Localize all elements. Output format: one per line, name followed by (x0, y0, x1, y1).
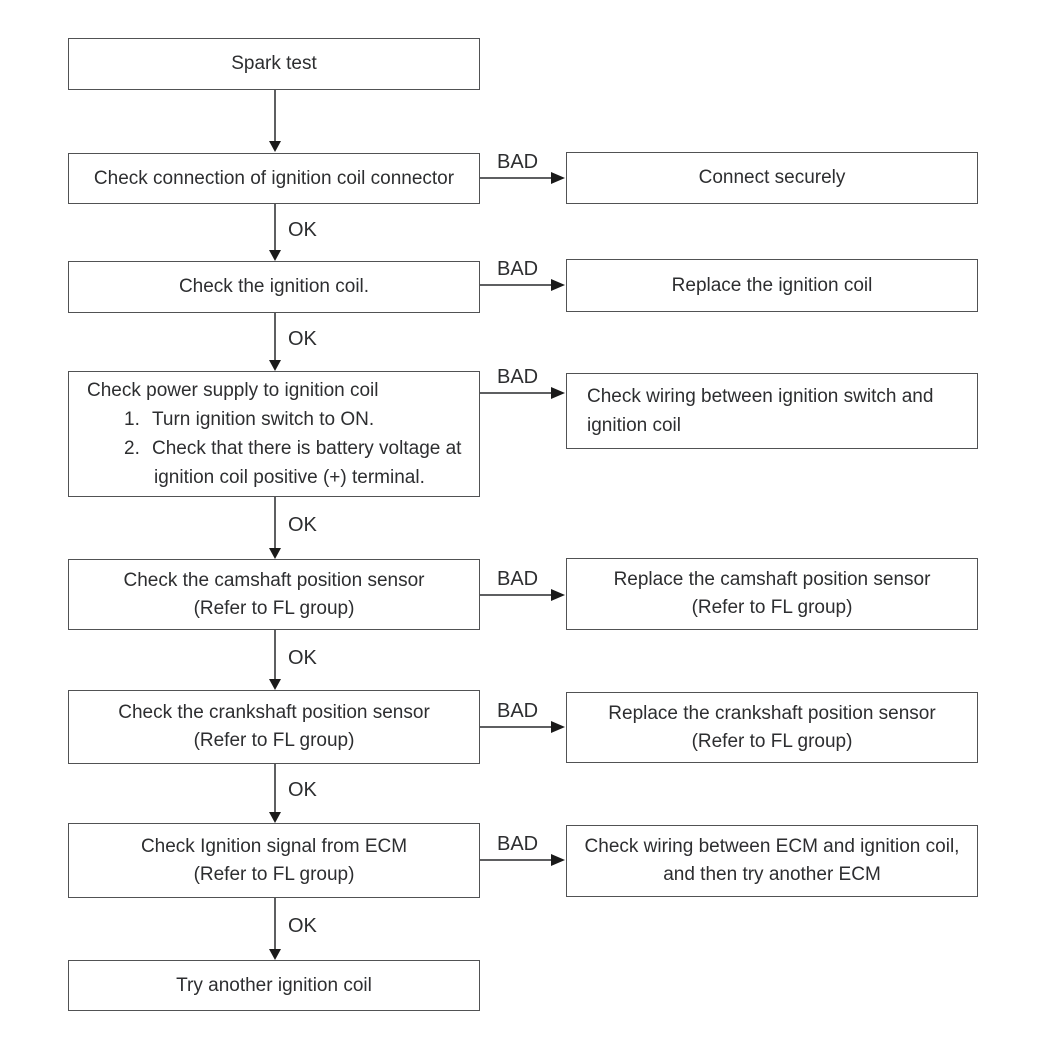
flow-box-label: Check wiring between ECM and ignition co… (584, 836, 960, 857)
connector-line (274, 204, 276, 250)
flow-box-list-item: 2. Check that there is battery voltage a… (69, 434, 479, 463)
arrow-right-icon (551, 721, 565, 733)
flow-box-replace-camshaft-sensor: Replace the camshaft position sensor (Re… (566, 558, 978, 630)
connector-line (274, 497, 276, 548)
arrow-down-icon (269, 679, 281, 690)
arrow-right-icon (551, 387, 565, 399)
flow-box-check-ignition-coil: Check the ignition coil. (68, 261, 480, 313)
ok-label: OK (288, 514, 317, 536)
flow-box-label: Check the camshaft position sensor (123, 569, 425, 591)
flow-box-sublabel: (Refer to FL group) (193, 863, 355, 885)
connector-line (480, 392, 552, 394)
flow-box-label: Try another ignition coil (176, 974, 372, 996)
flow-box-label: Check connection of ignition coil connec… (93, 167, 455, 189)
ok-label: OK (288, 647, 317, 669)
arrow-right-icon (551, 172, 565, 184)
arrow-down-icon (269, 949, 281, 960)
arrow-down-icon (269, 141, 281, 152)
flow-box-label-line2: ignition coil (587, 415, 681, 436)
connector-line (274, 90, 276, 141)
arrow-right-icon (551, 279, 565, 291)
flow-box-label: Replace the ignition coil (671, 274, 873, 296)
list-item-text: Check that there is battery voltage at (152, 438, 462, 459)
arrow-right-icon (551, 854, 565, 866)
connector-line (480, 284, 552, 286)
ok-label: OK (288, 779, 317, 801)
connector-line (274, 898, 276, 949)
flow-box-check-wiring-switch-coil: Check wiring between ignition switch and… (566, 373, 978, 449)
flow-box-replace-ignition-coil: Replace the ignition coil (566, 259, 978, 312)
arrow-down-icon (269, 360, 281, 371)
arrow-right-icon (551, 589, 565, 601)
flow-box-try-another-coil: Try another ignition coil (68, 960, 480, 1011)
flow-box-check-camshaft-sensor: Check the camshaft position sensor (Refe… (68, 559, 480, 630)
flow-box-label: Check the ignition coil. (178, 276, 370, 297)
ok-label: OK (288, 915, 317, 937)
flow-box-label: Spark test (231, 53, 317, 74)
flow-box-label: Replace the crankshaft position sensor (608, 702, 936, 724)
connector-line (274, 313, 276, 360)
flow-box-sublabel: (Refer to FL group) (193, 730, 355, 751)
list-item-number: 1. (124, 409, 140, 430)
flow-box-label: Connect securely (698, 167, 846, 188)
flow-box-label: Replace the camshaft position sensor (613, 569, 931, 590)
bad-label: BAD (497, 568, 539, 590)
bad-label: BAD (497, 258, 539, 280)
list-item-text: Turn ignition switch to ON. (152, 409, 375, 430)
bad-label: BAD (497, 700, 539, 722)
bad-label: BAD (497, 366, 539, 388)
flow-box-sublabel: (Refer to FL group) (691, 597, 853, 618)
list-item-continuation: ignition coil positive (+) terminal. (154, 467, 425, 488)
flow-box-sublabel: (Refer to FL group) (193, 597, 355, 619)
connector-line (480, 859, 552, 861)
ok-label: OK (288, 328, 317, 350)
flow-box-spark-test: Spark test (68, 38, 480, 90)
flow-box-check-ignition-signal: Check Ignition signal from ECM (Refer to… (68, 823, 480, 898)
flow-box-label: Check wiring between ignition switch and (587, 386, 934, 407)
flow-box-sublabel: (Refer to FL group) (691, 730, 853, 752)
ok-label: OK (288, 219, 317, 241)
flow-box-check-connector: Check connection of ignition coil connec… (68, 153, 480, 204)
list-item-number: 2. (124, 438, 140, 459)
flow-box-check-power-supply: Check power supply to ignition coil 1. T… (68, 371, 480, 497)
connector-line (274, 630, 276, 679)
arrow-down-icon (269, 812, 281, 823)
bad-label: BAD (497, 151, 539, 173)
flow-box-replace-crankshaft-sensor: Replace the crankshaft position sensor (… (566, 692, 978, 763)
connector-line (480, 177, 552, 179)
flow-box-check-crankshaft-sensor: Check the crankshaft position sensor (Re… (68, 690, 480, 764)
flow-box-label: Check power supply to ignition coil (87, 380, 379, 401)
flow-box-label-line2: and then try another ECM (663, 864, 881, 885)
connector-line (480, 594, 552, 596)
connector-line (274, 764, 276, 812)
flow-box-label: Check Ignition signal from ECM (140, 835, 408, 857)
arrow-down-icon (269, 548, 281, 559)
flow-box-connect-securely: Connect securely (566, 152, 978, 204)
flow-box-check-wiring-ecm-coil: Check wiring between ECM and ignition co… (566, 825, 978, 897)
arrow-down-icon (269, 250, 281, 261)
flow-box-label: Check the crankshaft position sensor (118, 702, 430, 723)
bad-label: BAD (497, 833, 539, 855)
connector-line (480, 726, 552, 728)
flow-box-list-item: 1. Turn ignition switch to ON. (69, 405, 479, 434)
